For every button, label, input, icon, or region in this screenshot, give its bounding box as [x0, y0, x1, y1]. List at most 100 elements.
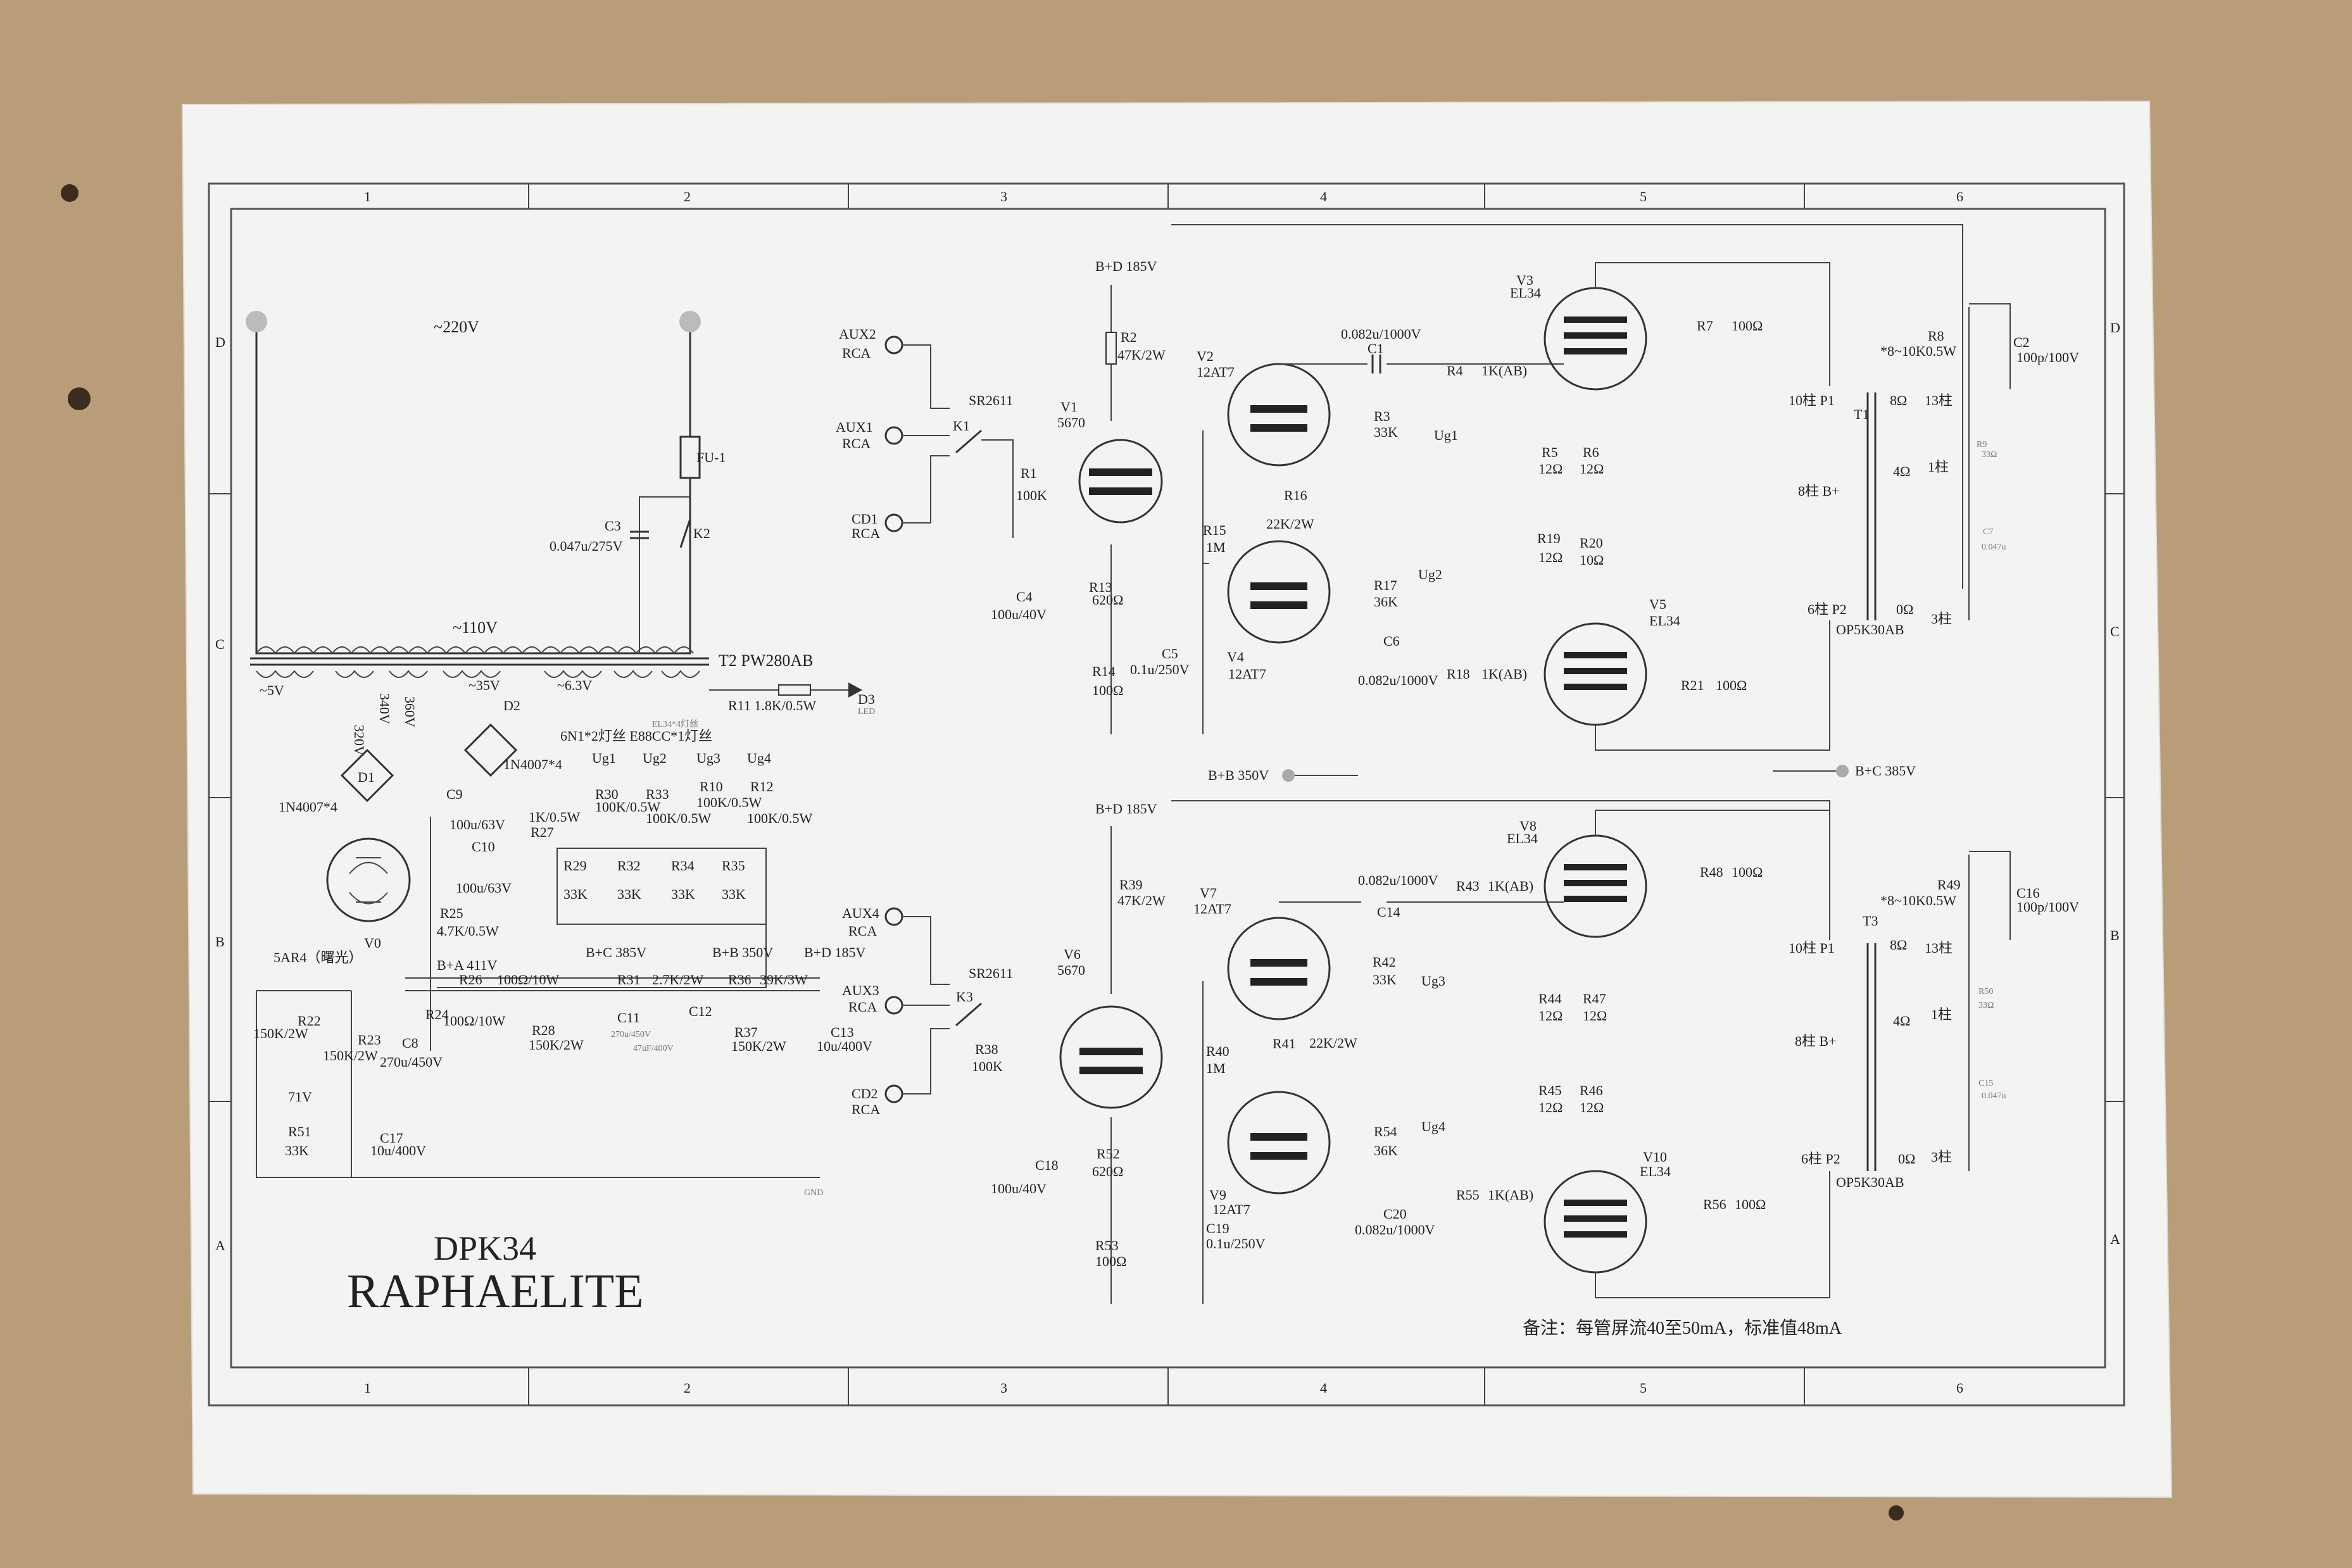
c20-value: 0.082u/1000V [1355, 1222, 1435, 1238]
c3-label: C3 [605, 518, 621, 534]
aux3-label: AUX3 [842, 982, 879, 998]
heater-5v-label: ~5V [260, 682, 284, 698]
border-divisions [209, 184, 2124, 1405]
r42-value: 33K [1373, 972, 1397, 988]
v2-tube: 12AT7 [1197, 364, 1235, 380]
r27-label: R27 [531, 824, 554, 840]
col-label-5: 5 [1640, 189, 1647, 204]
r23-label: R23 [358, 1032, 381, 1048]
r55-label: R55 [1456, 1187, 1480, 1203]
r10-value: 100K/0.5W [696, 794, 762, 810]
t3-part: OP5K30AB [1836, 1174, 1904, 1190]
tap-320v-label: 320V [351, 725, 367, 756]
bb-label: B+B 350V [1208, 767, 1269, 783]
r28-value: 150K/2W [529, 1037, 584, 1053]
r44-value: 12Ω [1538, 1008, 1563, 1024]
r55-value: 1K(AB) [1488, 1187, 1533, 1203]
ug3-label: Ug3 [696, 750, 720, 766]
r6-value: 12Ω [1580, 461, 1604, 477]
t2-label: T2 PW280AB [719, 651, 814, 670]
col-label-6: 6 [1956, 189, 1963, 204]
row-label-d: D [215, 334, 225, 350]
c15-value: 0.047u [1982, 1091, 2006, 1101]
r16-label: R16 [1284, 487, 1307, 503]
r43-value: 1K(AB) [1488, 878, 1533, 894]
r18-value: 1K(AB) [1481, 666, 1527, 682]
led-label: LED [858, 707, 875, 717]
r38-value: 100K [972, 1058, 1003, 1074]
tube-v9 [1227, 1091, 1331, 1195]
r19-label: R19 [1537, 530, 1561, 546]
ug2-label: Ug2 [643, 750, 667, 766]
r40-value: 1M [1206, 1060, 1226, 1076]
v4-label: V4 [1227, 649, 1244, 665]
r24-label: R24 [425, 1007, 449, 1022]
r21-label: R21 [1681, 677, 1704, 693]
c12-value: 47uF/400V [633, 1044, 674, 1053]
r31-label: R31 [617, 972, 641, 988]
r32-label: R32 [617, 858, 641, 874]
tube-v4 [1227, 540, 1331, 644]
v10-label: V10 [1643, 1149, 1667, 1165]
r14-label: R14 [1092, 663, 1116, 679]
d3-label: D3 [858, 691, 875, 707]
r26-label: R26 [459, 972, 482, 988]
r1-value: 100K [1016, 487, 1047, 503]
r49-value: *8~10K0.5W [1880, 893, 1956, 908]
r8-label: R8 [1928, 328, 1944, 344]
c14-label: C14 [1377, 904, 1400, 920]
row-label-c: C [215, 636, 225, 652]
aux1-rca: RCA [842, 436, 871, 451]
r42-label: R42 [1373, 954, 1396, 970]
r46-value: 12Ω [1580, 1100, 1604, 1115]
r30-value: 100K/0.5W [595, 799, 661, 815]
v9-tube: 12AT7 [1212, 1201, 1250, 1217]
c11-value: 270u/450V [611, 1030, 651, 1039]
sec-35v-label: ~35V [469, 677, 500, 693]
c16-value: 100p/100V [2016, 899, 2079, 915]
t1-13: 13柱 [1925, 392, 1953, 408]
c12-label: C12 [689, 1003, 712, 1019]
r12-label: R12 [750, 779, 774, 794]
c10-value: 100u/63V [456, 880, 512, 896]
r24-value: 100Ω/10W [443, 1013, 505, 1029]
r3-value: 33K [1374, 424, 1398, 440]
r1-label: R1 [1021, 465, 1037, 481]
r54-label: R54 [1374, 1124, 1397, 1139]
r41-value: 22K/2W [1309, 1035, 1357, 1051]
cd1-rca: RCA [852, 525, 880, 541]
c2-value: 100p/100V [2016, 349, 2079, 365]
r23-value: 150K/2W [323, 1048, 378, 1063]
tube-v6 [1059, 1005, 1163, 1109]
v5-label: V5 [1649, 596, 1666, 612]
bc-label-ps: B+C 385V [586, 944, 646, 960]
t2-secondary-windings [256, 670, 700, 678]
col-label-3: 3 [1000, 189, 1007, 204]
r34-label: R34 [671, 858, 695, 874]
col-label-2: 2 [684, 189, 691, 204]
col-label-2-bottom: 2 [684, 1380, 691, 1396]
tube-v0 [326, 837, 411, 922]
led-d3 [848, 682, 862, 698]
t3-1: 1柱 [1931, 1007, 1952, 1022]
r17-label: R17 [1374, 577, 1397, 593]
r50-value: 33Ω [1978, 1001, 1994, 1010]
heater-note: 6N1*2灯丝 E88CC*1灯丝 [560, 728, 712, 744]
r34-value: 33K [671, 886, 695, 902]
t1-bplus: 8柱 B+ [1798, 483, 1840, 499]
v2-label: V2 [1197, 348, 1214, 364]
r47-label: R47 [1583, 991, 1606, 1007]
r39-label: R39 [1119, 877, 1143, 893]
tap-360v-label: 360V [402, 696, 418, 727]
r43-label: R43 [1456, 878, 1480, 894]
row-label-a: A [215, 1238, 225, 1253]
outer-frame [208, 182, 2125, 1407]
r32-value: 33K [617, 886, 641, 902]
ug4-ch2-label: Ug4 [1421, 1119, 1445, 1134]
r3-label: R3 [1374, 408, 1390, 424]
ac-terminal-right [679, 311, 701, 332]
bd-label-ps: B+D 185V [804, 944, 865, 960]
col-label-4-bottom: 4 [1320, 1380, 1327, 1396]
sr2611-label: SR2611 [969, 392, 1013, 408]
